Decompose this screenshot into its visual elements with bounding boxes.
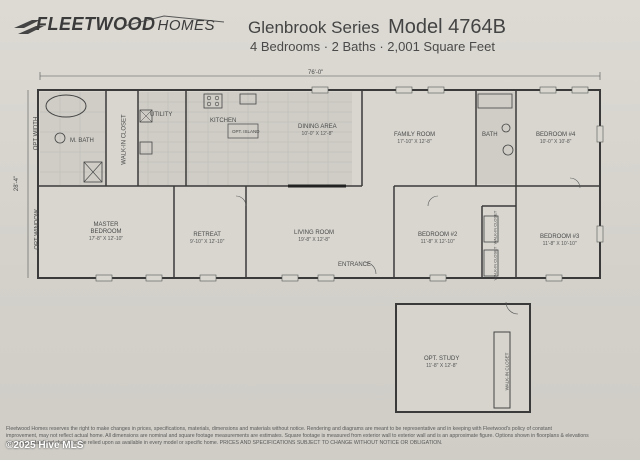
overall-width-label: 76'-0" — [308, 70, 324, 76]
mls-watermark: ©2025 Hive MLS — [6, 440, 84, 451]
room-bedroom4: BEDROOM #4 10'-0" X 10'-8" — [536, 132, 575, 146]
bedroom3-dims: 11'-8" X 10'-10" — [542, 241, 577, 247]
closet-small-1: WALK-IN CLOSET — [492, 210, 498, 245]
study-dims: 11'-8" X 12'-8" — [426, 363, 458, 369]
entrance-label: ENTRANCE — [338, 262, 372, 268]
closet-small-2: WALK-IN CLOSET — [492, 246, 498, 281]
room-opt-island: OPT. ISLAND — [232, 129, 260, 134]
study-name: OPT. STUDY — [424, 356, 460, 362]
bedroom4-dims: 10'-0" X 10'-8" — [539, 139, 572, 145]
bedroom3-name: BEDROOM #3 — [540, 234, 580, 240]
opt-width-label: OPT WIDTH — [33, 116, 40, 151]
room-bedroom3: BEDROOM #3 11'-8" X 10'-10" — [540, 234, 579, 248]
overall-depth-label: 28'-4" — [14, 175, 21, 192]
series-title: Glenbrook Series Model 4764B — [248, 16, 506, 39]
retreat-dims: 9'-10" X 12'-10" — [190, 239, 225, 245]
master-name: MASTER BEDROOM — [90, 222, 122, 235]
disclaimer-line-2: improvement, may not reflect actual home… — [6, 433, 589, 439]
room-bath: BATH — [482, 132, 498, 138]
bedroom2-dims: 11'-8" X 12'-10" — [420, 239, 455, 245]
family-dims: 17'-10" X 12'-8" — [397, 139, 432, 145]
room-utility: UTILITY — [150, 112, 173, 118]
bedroom2-name: BEDROOM #2 — [418, 232, 458, 238]
disclaimer-line-3: are not standard and should not be relie… — [6, 440, 443, 446]
room-m-bath: M. BATH — [70, 138, 94, 144]
opt-window-label: OPT WINDOW — [34, 209, 41, 250]
room-walk-in-closet: WALK-IN CLOSET — [121, 114, 128, 165]
series-name: Glenbrook Series — [248, 18, 380, 37]
room-master: MASTER BEDROOM 17'-8" X 12'-10" — [86, 222, 126, 243]
bedroom4-name: BEDROOM #4 — [536, 132, 576, 138]
retreat-name: RETREAT — [193, 232, 221, 238]
room-retreat: RETREAT 9'-10" X 12'-10" — [190, 232, 224, 246]
disclaimer: Fleetwood Homes reserves the right to ma… — [6, 426, 636, 454]
study-closet-label: WALK-IN CLOSET — [504, 352, 510, 391]
room-living: LIVING ROOM 19'-8" X 12'-8" — [294, 230, 334, 244]
disclaimer-line-1: Fleetwood Homes reserves the right to ma… — [6, 426, 552, 432]
model-name: Model 4764B — [388, 16, 506, 38]
room-dining: DINING AREA 10'-0" X 12'-8" — [298, 124, 337, 138]
brand-suffix: HOMES — [157, 17, 216, 34]
dining-name: DINING AREA — [298, 124, 337, 130]
floor-plan-drawing — [27, 72, 604, 413]
family-name: FAMILY ROOM — [394, 132, 436, 138]
brand-name: FLEETWOOD — [36, 14, 156, 34]
room-study: OPT. STUDY 11'-8" X 12'-8" — [424, 356, 459, 370]
room-family: FAMILY ROOM 17'-10" X 12'-8" — [394, 132, 435, 146]
spec-line: 4 Bedrooms · 2 Baths · 2,001 Square Feet — [250, 39, 495, 54]
room-kitchen: KITCHEN — [210, 118, 237, 124]
master-dims: 17'-8" X 12'-10" — [88, 236, 124, 242]
dining-dims: 10'-0" X 12'-8" — [301, 131, 334, 137]
living-name: LIVING ROOM — [294, 230, 335, 236]
room-bedroom2: BEDROOM #2 11'-8" X 12'-10" — [418, 232, 457, 246]
living-dims: 19'-8" X 12'-8" — [298, 237, 330, 243]
fleetwood-logo-icon — [14, 15, 224, 34]
